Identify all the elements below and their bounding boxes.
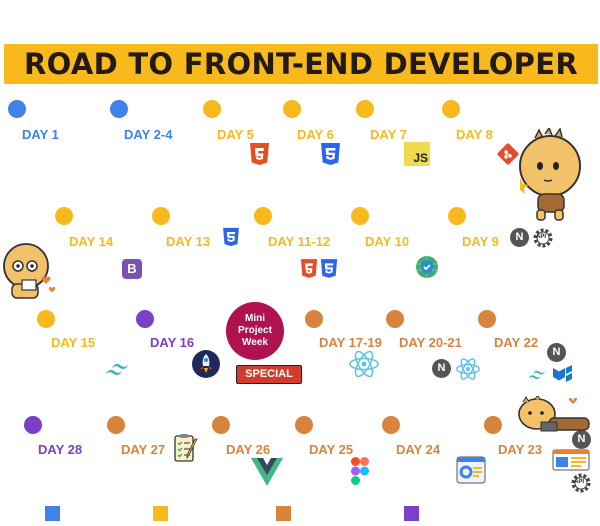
day-marker-15 (37, 310, 55, 328)
day-marker-26 (212, 416, 230, 434)
day-marker-8 (442, 100, 460, 118)
day-marker-10 (351, 207, 369, 225)
tailwind-icon (104, 362, 136, 380)
react-icon (455, 357, 481, 381)
html5-icon (300, 258, 318, 279)
day-marker-28 (24, 416, 42, 434)
day-label-13: DAY 13 (166, 234, 211, 249)
figma-icon (351, 457, 369, 485)
day-label-23: DAY 23 (498, 442, 543, 457)
checklist-icon (173, 433, 199, 463)
api-gear-icon: API (570, 472, 592, 494)
day-label-28: DAY 28 (38, 442, 83, 457)
legend-blue-swatch (45, 506, 60, 521)
page-title: ROAD TO FRONT-END DEVELOPER (24, 47, 578, 81)
day-marker-14 (55, 207, 73, 225)
dashboard-icon (456, 456, 486, 484)
nodejs-icon: N (510, 228, 529, 247)
day-label-8: DAY 8 (456, 127, 493, 142)
day-label-6: DAY 6 (297, 127, 334, 142)
day-marker-23 (484, 416, 502, 434)
day-label-27: DAY 27 (121, 442, 166, 457)
nodejs-icon: N (572, 430, 591, 449)
legend-yellow-swatch (153, 506, 168, 521)
special-label: SPECIAL (236, 365, 302, 384)
day-marker-9 (448, 207, 466, 225)
mascot-thinking (515, 126, 585, 228)
css3-icon (222, 227, 240, 247)
day-marker-11-12 (254, 207, 272, 225)
day-label-16: DAY 16 (150, 335, 195, 350)
day-marker-22 (478, 310, 496, 328)
day-label-17-19: DAY 17-19 (319, 335, 382, 350)
globe-check-icon (415, 255, 439, 279)
day-label-1: DAY 1 (22, 127, 59, 142)
javascript-icon: JS (404, 142, 430, 166)
day-label-10: DAY 10 (365, 234, 410, 249)
day-marker-17-19 (305, 310, 323, 328)
web-window-icon (552, 449, 590, 471)
day-label-22: DAY 22 (494, 335, 539, 350)
day-marker-2-4 (110, 100, 128, 118)
day-marker-5 (203, 100, 221, 118)
title-banner: ROAD TO FRONT-END DEVELOPER (4, 44, 598, 84)
css3-icon (320, 142, 341, 166)
api-gear-icon: API (532, 227, 554, 249)
day-label-9: DAY 9 (462, 234, 499, 249)
bootstrap-icon: B (122, 259, 142, 279)
react-icon (348, 349, 380, 379)
day-marker-20-21 (386, 310, 404, 328)
day-label-7: DAY 7 (370, 127, 407, 142)
legend-purple-swatch (404, 506, 419, 521)
day-marker-27 (107, 416, 125, 434)
day-label-2-4: DAY 2-4 (124, 127, 173, 142)
mascot-lying-laptop (513, 393, 593, 441)
day-marker-16 (136, 310, 154, 328)
day-marker-7 (356, 100, 374, 118)
rocket-icon (191, 349, 221, 379)
mascot-reading (2, 240, 62, 307)
day-label-26: DAY 26 (226, 442, 271, 457)
day-label-15: DAY 15 (51, 335, 96, 350)
css3-icon (320, 258, 338, 279)
day-label-5: DAY 5 (217, 127, 254, 142)
day-marker-13 (152, 207, 170, 225)
git-icon (497, 143, 519, 165)
day-label-14: DAY 14 (69, 234, 114, 249)
vue-icon (251, 458, 283, 486)
mui-icon (552, 365, 574, 383)
day-marker-24 (382, 416, 400, 434)
day-label-25: DAY 25 (309, 442, 354, 457)
tailwind-icon (527, 369, 551, 383)
nodejs-icon: N (432, 359, 451, 378)
legend-orange-swatch (276, 506, 291, 521)
html5-icon (249, 142, 270, 166)
day-marker-6 (283, 100, 301, 118)
day-label-11-12: DAY 11-12 (268, 234, 331, 249)
nodejs-icon: N (547, 343, 566, 362)
day-label-24: DAY 24 (396, 442, 441, 457)
day-label-20-21: DAY 20-21 (399, 335, 462, 350)
day-marker-1 (8, 100, 26, 118)
day-marker-25 (295, 416, 313, 434)
